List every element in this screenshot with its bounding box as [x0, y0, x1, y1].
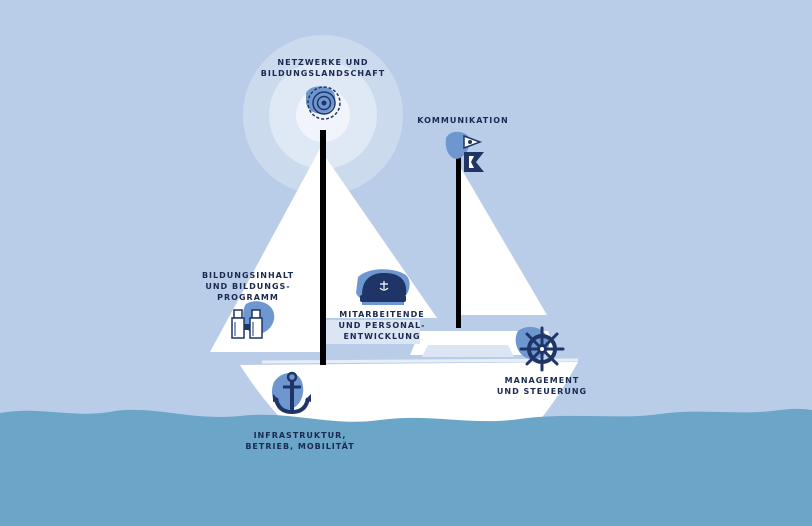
lighthouse-glow — [243, 35, 403, 195]
rear-mast — [456, 150, 461, 328]
left-sail — [210, 145, 322, 352]
label-education: BILDUNGSINHALT UND BILDUNGS- PROGRAMM — [190, 270, 306, 303]
label-line: MANAGEMENT — [504, 376, 580, 385]
hull — [240, 362, 578, 428]
cabin-stern — [422, 345, 514, 357]
label-line: ENTWICKLUNG — [343, 332, 421, 341]
label-line: UND BILDUNGS- — [205, 282, 291, 291]
label-line: INFRASTRUKTUR, — [253, 431, 347, 440]
label-line: UND STEUERUNG — [496, 387, 588, 396]
signal-flags-icon — [445, 131, 484, 172]
cabin-window — [320, 320, 420, 344]
rear-sail — [459, 165, 547, 315]
label-management: MANAGEMENT UND STEUERUNG — [488, 375, 596, 397]
label-staff: MITARBEITENDE UND PERSONAL- ENTWICKLUNG — [328, 309, 436, 342]
label-line: PROGRAMM — [217, 293, 279, 302]
ship-wheel-icon — [515, 326, 565, 372]
label-line: BILDUNGSLANDSCHAFT — [260, 69, 386, 78]
anchor-icon — [271, 371, 311, 415]
label-line: KOMMUNIKATION — [417, 116, 509, 125]
label-line: BILDUNGSINHALT — [201, 271, 295, 280]
binoculars-icon — [231, 301, 275, 339]
label-networks: NETZWERKE UND BILDUNGSLANDSCHAFT — [240, 57, 406, 79]
captain-hat-icon — [356, 269, 410, 305]
sea — [0, 408, 812, 526]
hull-stripe — [261, 358, 579, 364]
label-line: NETZWERKE UND — [277, 58, 369, 67]
label-communication: KOMMUNIKATION — [400, 115, 526, 126]
label-line: BETRIEB, MOBILITÄT — [245, 442, 355, 451]
label-infrastructure: INFRASTRUKTUR, BETRIEB, MOBILITÄT — [236, 430, 364, 452]
label-line: UND PERSONAL- — [338, 321, 426, 330]
main-mast — [320, 130, 326, 365]
main-sail — [322, 152, 437, 318]
signal-radar-icon — [306, 86, 341, 120]
label-line: MITARBEITENDE — [339, 310, 425, 319]
